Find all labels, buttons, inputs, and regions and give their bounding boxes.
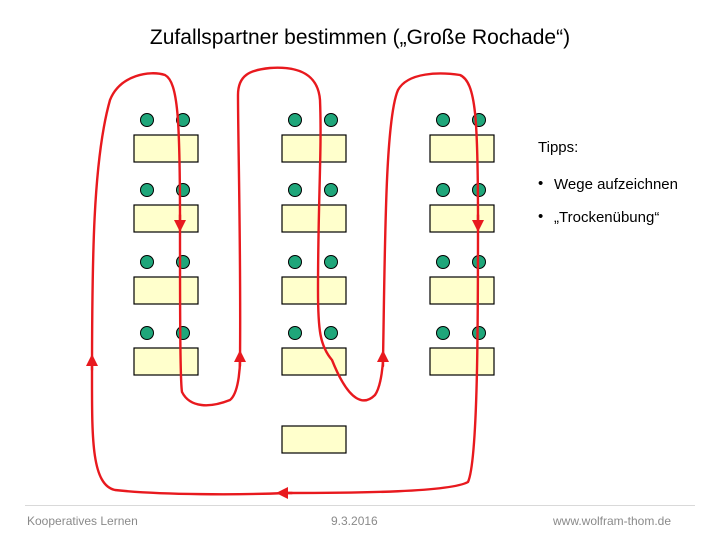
seat-r4-c3-right [472,326,486,340]
desk-r2-c1 [133,204,199,233]
seat-r2-c2-right [324,183,338,197]
seat-r3-c2-right [324,255,338,269]
seat-r4-c1-left [140,326,154,340]
desk-r3-c2 [281,276,347,305]
tips-list: • Wege aufzeichnen • „Trockenübung“ [538,175,678,226]
bullet-icon: • [538,175,544,192]
seats-group [140,113,486,340]
seat-r2-c3-left [436,183,450,197]
seat-r4-c2-right [324,326,338,340]
tip-text: „Trockenübung“ [554,209,660,226]
desk-r1-c3 [429,134,495,163]
seat-r3-c1-left [140,255,154,269]
seat-r2-c1-left [140,183,154,197]
footer-divider [25,505,695,506]
seat-r1-c1-left [140,113,154,127]
footer-left: Kooperatives Lernen [27,514,138,528]
tip-text: Wege aufzeichnen [554,176,678,193]
seat-r4-c2-left [288,326,302,340]
tip-item: • „Trockenübung“ [538,208,678,226]
page-title: Zufallspartner bestimmen („Große Rochade… [149,26,571,49]
path-loop [90,66,480,496]
tips-box: Tipps: • Wege aufzeichnen • „Trockenübung“ [538,140,678,243]
footer-date: 9.3.2016 [331,514,378,528]
footer-website: www.wolfram-thom.de [553,514,672,528]
desk-r1-c1 [133,134,199,163]
seat-r3-c2-left [288,255,302,269]
tip-item: • Wege aufzeichnen [538,175,678,193]
desk-r1-c2 [281,134,347,163]
desk-r4-c3 [429,347,495,376]
seat-r1-c2-left [288,113,302,127]
desk-r4-c1 [133,347,199,376]
seat-r1-c1-right [176,113,190,127]
seat-r4-c3-left [436,326,450,340]
seat-r2-c1-right [176,183,190,197]
bullet-icon: • [538,208,544,225]
desk-r2-c2 [281,204,347,233]
tips-heading: Tipps: [538,139,579,156]
rochade-path [86,66,484,499]
desk-r2-c3 [429,204,495,233]
seat-r4-c1-right [176,326,190,340]
desk-r3-c3 [429,276,495,305]
desk-r5-c2 [281,425,347,454]
seat-r3-c1-right [176,255,190,269]
desks-group [133,134,495,454]
seat-r1-c3-left [436,113,450,127]
seat-r3-c3-left [436,255,450,269]
seat-r1-c2-right [324,113,338,127]
desk-r3-c1 [133,276,199,305]
seat-r2-c2-left [288,183,302,197]
